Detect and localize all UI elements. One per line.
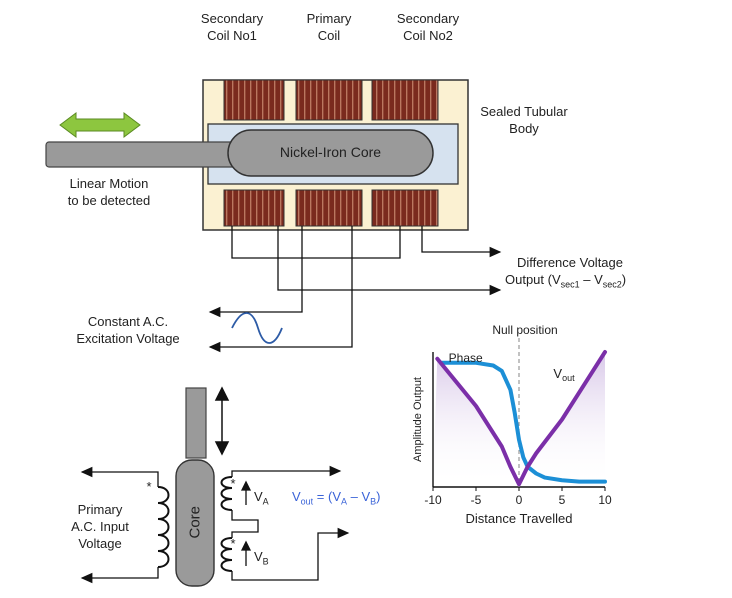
eq-part: – V: [347, 489, 371, 504]
vout-series-label: Vout: [553, 366, 575, 383]
label-line: Coil No2: [403, 28, 453, 43]
coil-wiring: [208, 226, 502, 353]
label-line: Coil No1: [207, 28, 257, 43]
linear-motion-label: Linear Motion to be detected: [50, 175, 168, 209]
secondary-coil-1-bottom: [223, 189, 285, 227]
va-arrow: [240, 480, 252, 505]
x-tick-label: 10: [598, 493, 612, 507]
vout-shading: [433, 352, 605, 487]
secondary-coil-1-top: [223, 79, 285, 121]
label-line: Constant A.C.: [87, 314, 169, 329]
output-sub: sec1: [560, 279, 580, 290]
series-line-phase: [439, 360, 607, 484]
eq-sub: out: [300, 496, 314, 507]
sine-wave-icon: [231, 312, 283, 344]
secondary-b-dot: *: [230, 536, 236, 551]
vb-main: V: [254, 549, 263, 564]
eq-part: V: [292, 489, 301, 504]
va-sub: A: [262, 496, 269, 507]
primary-coil-symbol: [80, 466, 170, 584]
eq-sub: A: [341, 496, 348, 507]
vb-label: VB: [254, 548, 284, 571]
label-line: Body: [509, 121, 539, 136]
va-label: VA: [254, 488, 284, 511]
null-position-label: Null position: [492, 323, 557, 337]
excitation-label: Constant A.C. Excitation Voltage: [60, 313, 196, 347]
label-line: Secondary: [396, 11, 460, 26]
secondary-a-dot: *: [230, 476, 236, 491]
x-axis-label: Distance Travelled: [466, 511, 573, 526]
primary-dot: *: [146, 479, 152, 494]
label-line: to be detected: [67, 193, 151, 208]
up-down-arrow: [214, 386, 230, 456]
label-line: Sealed Tubular: [480, 104, 568, 119]
linear-motion-arrow: [59, 112, 141, 138]
label-line: A.C. Input: [71, 519, 129, 534]
output-formula: Output (Vsec1 – Vsec2): [505, 271, 655, 294]
eq-sub: B: [370, 496, 377, 507]
phase-series-label: Phase: [449, 351, 483, 365]
vb-arrow: [240, 540, 252, 566]
schematic-core: [175, 459, 215, 587]
output-text: – V: [579, 272, 603, 287]
va-main: V: [254, 489, 263, 504]
secondary-coil-2-bottom: [371, 189, 439, 227]
secondary-coil-2-top: [371, 79, 439, 121]
series-line-vout: [435, 350, 607, 487]
eq-part: = (V: [313, 489, 342, 504]
label-line: Voltage: [78, 536, 122, 551]
sealed-body-label: Sealed Tubular Body: [470, 103, 578, 137]
primary-input-label: Primary A.C. Input Voltage: [58, 501, 142, 552]
label-line: Excitation Voltage: [76, 331, 180, 346]
eq-part: ): [376, 489, 381, 504]
x-tick-label: -10: [424, 493, 442, 507]
secondary-coil-b-symbol: [220, 537, 233, 572]
primary-coil-top: [295, 79, 363, 121]
x-tick-label: -5: [471, 493, 482, 507]
label-line: Primary: [77, 502, 123, 517]
y-axis-label: Amplitude Output: [412, 377, 424, 462]
nickel-iron-core: [227, 129, 434, 177]
primary-coil-bottom: [295, 189, 363, 227]
label-line: Linear Motion: [69, 176, 149, 191]
secondary-coil-2-label: Secondary Coil No2: [388, 10, 468, 44]
label-line: Difference Voltage: [517, 255, 623, 270]
core-label: Nickel-Iron Core: [279, 144, 382, 160]
output-text: Output (V: [505, 272, 561, 287]
label-line: Secondary: [200, 11, 264, 26]
x-tick-label: 5: [559, 493, 566, 507]
output-sub: sec2: [602, 279, 622, 290]
schematic-rod: [185, 387, 207, 459]
secondary-coil-a-symbol: [220, 476, 233, 511]
output-text: ): [621, 272, 627, 287]
x-tick-label: 0: [516, 493, 523, 507]
vb-sub: B: [262, 556, 269, 567]
label-line: Coil: [317, 28, 341, 43]
secondary-coil-1-label: Secondary Coil No1: [192, 10, 272, 44]
secondary-wiring: [231, 465, 350, 581]
vout-equation: Vout = (VA – VB): [292, 488, 412, 511]
primary-coil-label: Primary Coil: [292, 10, 366, 44]
difference-voltage-label: Difference Voltage Output (Vsec1 – Vsec2…: [505, 254, 655, 294]
label-line: Primary: [306, 11, 352, 26]
